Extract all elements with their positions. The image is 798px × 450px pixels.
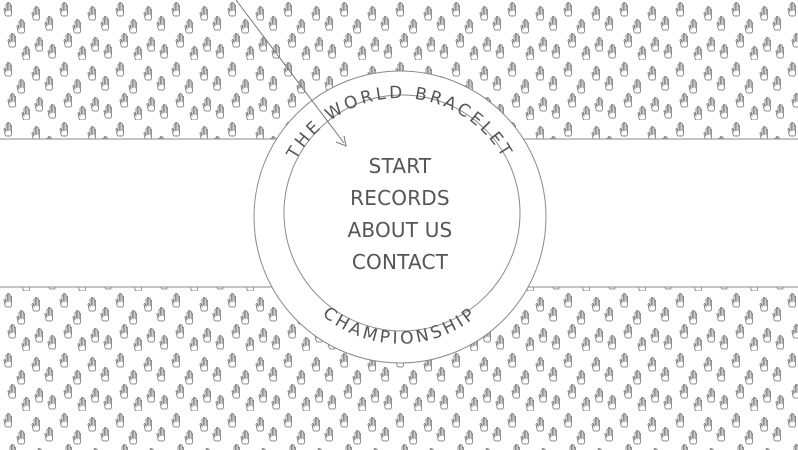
emblem-outer-ring [253, 70, 547, 364]
nav-item-records[interactable]: RECORDS [350, 186, 450, 210]
nav-item-contact[interactable]: CONTACT [351, 250, 449, 274]
nav-item-start[interactable]: START [368, 154, 432, 178]
arrow-icon [235, 0, 347, 147]
nav-item-about-us[interactable]: ABOUT US [347, 218, 453, 242]
main-nav: START RECORDS ABOUT US CONTACT [320, 150, 480, 278]
emblem-inner-ring [283, 94, 521, 332]
